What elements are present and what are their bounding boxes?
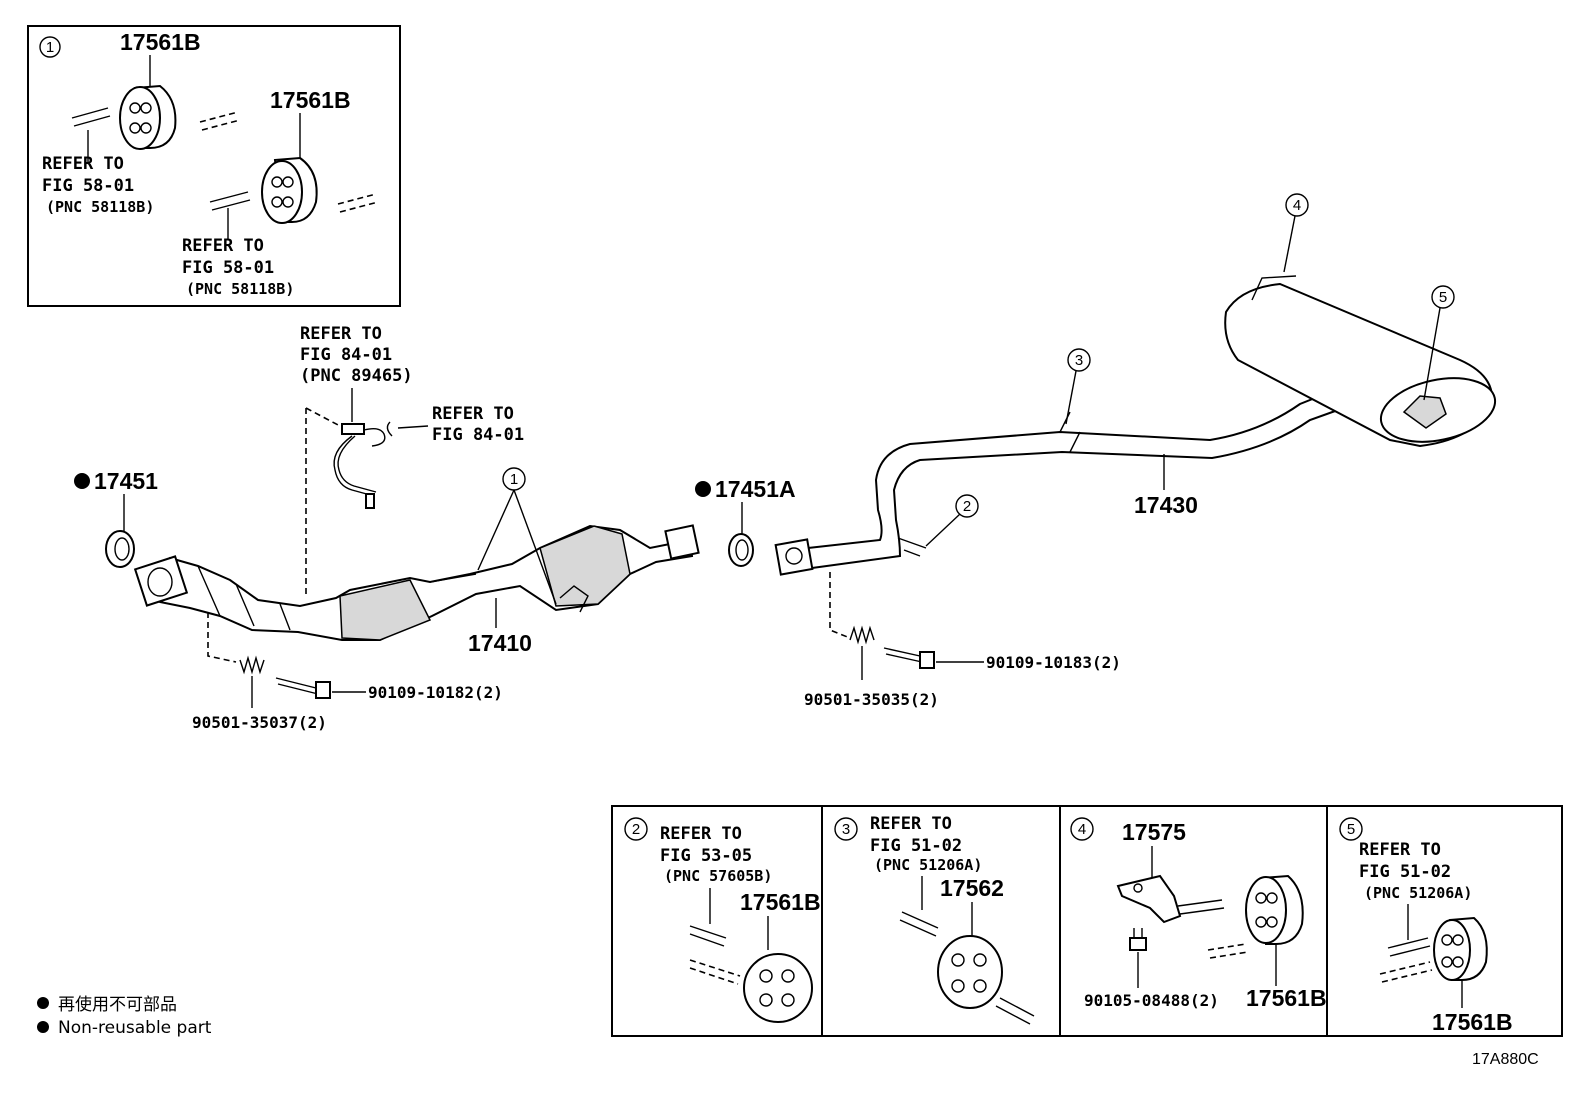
clip-ref-line2: FIG 84-01 [432, 425, 524, 445]
non-reusable-dot-17451A [695, 481, 711, 497]
callout-3-main: 3 [1075, 352, 1083, 369]
callout-5-main: 5 [1439, 289, 1447, 306]
inset1-ref-b-line1: REFER TO [182, 236, 264, 256]
non-reusable-dot-17451 [74, 473, 90, 489]
inset-3: 3 REFER TO FIG 51-02 (PNC 51206A) 17562 [834, 814, 1035, 1025]
gasket-front [105, 530, 135, 568]
inset-1-box: 1 17561B REFER TO FIG 58-01 (PNC 58118B)… [27, 25, 401, 307]
tail-pipe-label: 17430 [1134, 492, 1198, 518]
bottom-insets-frame [611, 805, 1563, 1037]
callout-4-main: 4 [1293, 197, 1301, 214]
inset3-ref-line1: REFER TO [870, 814, 952, 834]
callout-2-main: 2 [963, 498, 971, 515]
front-exhaust-pipe [133, 524, 700, 641]
inset4-bracket-label: 17575 [1122, 819, 1186, 845]
bolt-inset4 [1129, 928, 1147, 951]
rubber-hanger-a [119, 84, 177, 150]
inset1-ref-b-line2: FIG 58-01 [182, 258, 274, 278]
inset-4: 4 17575 90105-08488(2) 17561B [1070, 817, 1327, 1011]
inset1-ref-b-line3: (PNC 58118B) [186, 280, 294, 298]
inset1-ref-a-line1: REFER TO [42, 154, 124, 174]
callout-1-inset: 1 [46, 39, 54, 56]
sensor-ref-line2: FIG 84-01 [300, 345, 392, 365]
tail-pipe-muffler [774, 275, 1497, 576]
bolt-left-label: 90109-10182(2) [368, 683, 503, 702]
sensor-ref-line1: REFER TO [300, 324, 382, 344]
bolt-right-label: 90109-10183(2) [986, 653, 1121, 672]
gasket-mid [728, 533, 754, 567]
compression-spring-right [849, 625, 875, 645]
inset2-ref-line2: FIG 53-05 [660, 846, 752, 866]
callout-4-inset: 4 [1078, 821, 1086, 838]
spring-left-label: 90501-35037(2) [192, 713, 327, 732]
legend-en: Non-reusable part [58, 1018, 212, 1038]
inset5-part-label: 17561B [1432, 1009, 1513, 1035]
inset2-ref-line3: (PNC 57605B) [664, 867, 772, 885]
callout-3-inset: 3 [842, 821, 850, 838]
inset4-bolt-label: 90105-08488(2) [1084, 991, 1219, 1010]
callout-2-inset: 2 [632, 821, 640, 838]
inset5-ref-line2: FIG 51-02 [1359, 862, 1451, 882]
inset5-ref-line3: (PNC 51206A) [1364, 884, 1472, 902]
inset1-ref-a-line3: (PNC 58118B) [46, 198, 154, 216]
rubber-hanger-b [261, 156, 318, 224]
legend-jp: 再使用不可部品 [58, 994, 177, 1015]
inset-2: 2 REFER TO FIG 53-05 (PNC 57605B) 17561B [624, 817, 821, 1023]
inset3-part-label: 17562 [940, 875, 1004, 901]
inset1-ref-a-line2: FIG 58-01 [42, 176, 134, 196]
legend-dot-en [37, 1021, 49, 1033]
callout-5-inset: 5 [1347, 821, 1355, 838]
figure-code: 17A880C [1472, 1051, 1539, 1068]
oxygen-sensor-wire [333, 423, 386, 509]
inset2-ref-line1: REFER TO [660, 824, 742, 844]
inset1-part-a-label: 17561B [120, 29, 201, 55]
inset2-part-label: 17561B [740, 889, 821, 915]
clip-ref-line1: REFER TO [432, 404, 514, 424]
front-pipe-label: 17410 [468, 630, 532, 656]
bolt-right [883, 647, 935, 669]
gasket-front-label: 17451 [94, 468, 158, 494]
inset-5: 5 REFER TO FIG 51-02 (PNC 51206A) 17561B [1339, 817, 1513, 1035]
legend-dot-jp [37, 997, 49, 1009]
inset4-part-label: 17561B [1246, 985, 1327, 1011]
sensor-ref-line3: (PNC 89465) [300, 366, 413, 386]
spring-right-label: 90501-35035(2) [804, 690, 939, 709]
inset5-ref-line1: REFER TO [1359, 840, 1441, 860]
callout-1-main: 1 [510, 471, 518, 488]
inset3-ref-line3: (PNC 51206A) [874, 856, 982, 874]
compression-spring-left [239, 655, 265, 675]
bolt-left [275, 677, 331, 699]
inset3-ref-line2: FIG 51-02 [870, 836, 962, 856]
inset1-part-b-label: 17561B [270, 87, 351, 113]
gasket-mid-label: 17451A [715, 476, 796, 502]
